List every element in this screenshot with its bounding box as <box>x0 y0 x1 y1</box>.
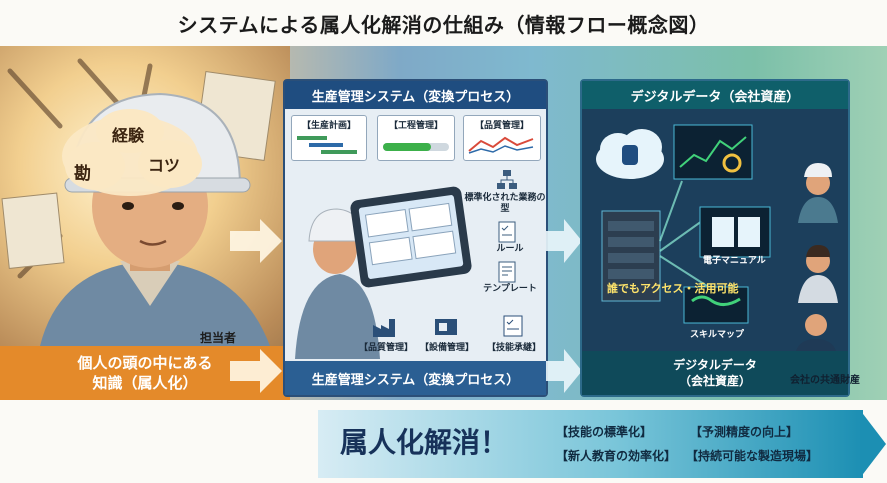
arrow-right-icon <box>546 219 582 263</box>
tablet-screen <box>364 202 457 266</box>
right-panel: デジタルデータ （会社資産） <box>580 79 850 397</box>
gantt-icon <box>297 136 357 154</box>
left-panel: 経験 勘 コツ 個人の頭の中にある 知識（属人化） <box>0 46 290 400</box>
card-quality-control: 【品質管理】 <box>463 115 541 161</box>
card-quality-control-2: 【品質管理】 <box>358 343 413 353</box>
side-item-rule: ルール <box>496 244 524 254</box>
benefit-training: 【新人教育の効率化】 <box>556 449 677 463</box>
benefit-sustainable: 【持続可能な製造現場】 <box>686 449 819 463</box>
server-icon <box>601 210 661 302</box>
page-title: システムによる属人化解消の仕組み（情報フロー概念図） <box>177 12 710 37</box>
thought-cloud-icon <box>62 109 202 196</box>
checklist-icon <box>498 221 516 243</box>
machine-icon <box>435 319 457 335</box>
org-chart-icon <box>497 170 517 189</box>
side-item-standardized: 標準化された業務の型 <box>464 193 546 214</box>
right-header: デジタルデータ（会社資産） <box>582 81 848 109</box>
left-caption-line1: 個人の頭の中にある <box>77 354 213 372</box>
title-bar: システムによる属人化解消の仕組み（情報フロー概念図） <box>0 0 887 46</box>
arrow-right-icon <box>230 219 282 263</box>
scene: 経験 勘 コツ 個人の頭の中にある 知識（属人化） 担当者 生産管理システム（変… <box>0 46 887 400</box>
engineer-avatar-icon <box>798 245 838 303</box>
card-production-plan: 【生産計画】 <box>291 115 367 161</box>
common-asset-caption: 会社の共通財産 <box>790 375 860 386</box>
tablet-icon <box>349 185 473 289</box>
benefit-forecast: 【予測精度の向上】 <box>690 425 799 439</box>
access-caption: 誰でもアクセス・活用可能 <box>607 282 739 295</box>
right-footer: デジタルデータ （会社資産） <box>582 351 848 395</box>
operator-illustration <box>295 208 380 359</box>
card-equipment: 【設備管理】 <box>419 343 474 353</box>
right-footer-line2: （会社資産） <box>678 374 751 388</box>
label-skill-map: スキルマップ <box>690 330 745 340</box>
bubble-keiken: 経験 <box>112 126 145 145</box>
slogan-banner <box>318 410 863 478</box>
bubble-kan: 勘 <box>74 164 91 184</box>
left-caption-line2: 知識（属人化） <box>92 374 198 392</box>
progress-bar-icon <box>383 143 449 151</box>
right-footer-line1: デジタルデータ <box>673 358 757 372</box>
flow-arrows-right <box>546 219 582 393</box>
bubble-kotsu: コツ <box>148 156 181 175</box>
template-icon <box>498 261 516 283</box>
banner-arrow-icon <box>860 410 886 478</box>
benefit-standardization: 【技能の標準化】 <box>556 425 653 439</box>
factory-icon <box>373 319 395 337</box>
line-chart-icon <box>468 136 534 154</box>
worker-avatar-icon <box>798 163 838 223</box>
center-footer: 生産管理システム（変換プロセス） <box>285 361 546 395</box>
flow-arrows-left <box>230 219 282 393</box>
skill-map-icon <box>683 286 749 324</box>
arrow-right-icon <box>230 349 282 393</box>
worker-illustration <box>1 58 276 346</box>
dashboard-icon <box>673 124 753 180</box>
card-label: 【工程管理】 <box>388 121 443 131</box>
manual-icon <box>699 206 771 258</box>
manager-avatar-icon <box>796 314 836 351</box>
card-label: 【品質管理】 <box>474 121 529 131</box>
center-header: 生産管理システム（変換プロセス） <box>285 81 546 109</box>
note-sheet-icon <box>1 192 65 269</box>
label-manual: 電子マニュアル <box>703 256 766 266</box>
card-skill-succession: 【技能承継】 <box>486 343 541 353</box>
person-label: 担当者 <box>200 331 237 345</box>
card-label: 【生産計画】 <box>301 121 356 131</box>
data-hub-illustration <box>596 124 838 351</box>
card-process-control: 【工程管理】 <box>377 115 455 161</box>
slogan-text: 属人化解消！ <box>340 426 509 459</box>
cloud-database-icon <box>596 129 664 179</box>
clipboard-icon <box>503 315 523 337</box>
side-item-template: テンプレート <box>483 284 537 294</box>
center-panel: 生産管理システム（変換プロセス） 【生産計画】 【工程管理】 【品質管理】 <box>283 79 548 397</box>
arrow-right-icon <box>546 349 582 393</box>
